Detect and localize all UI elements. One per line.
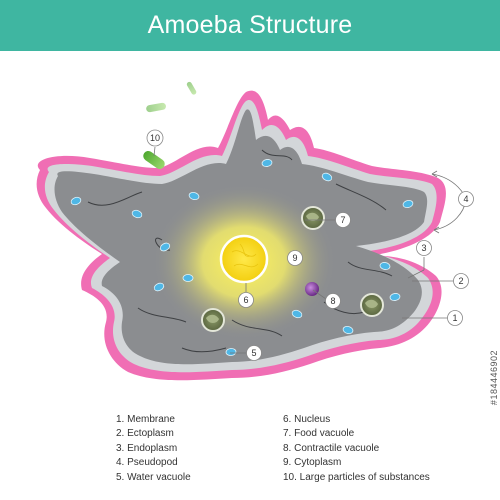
- callout-3: 3: [416, 240, 432, 256]
- water-vacuole: [342, 325, 354, 335]
- callout-circle: [238, 292, 254, 308]
- legend-right: 6. Nucleus 7. Food vacuole 8. Contractil…: [283, 413, 430, 485]
- legend-item: 3. Endoplasm: [116, 442, 178, 454]
- legend-item: 8. Contractile vacuole: [283, 442, 380, 454]
- callout-circle: [325, 293, 341, 309]
- callouts: 1 2 3 4 5 6 7 8 9 10: [146, 129, 474, 361]
- callout-circle: [458, 191, 474, 207]
- callout-circle: [146, 129, 164, 147]
- water-vacuole: [188, 191, 200, 201]
- callout-number: 3: [421, 243, 426, 253]
- callout-5: 5: [246, 345, 262, 361]
- callout-8: 8: [325, 293, 341, 309]
- food-vacuole: [360, 293, 384, 317]
- callout-number: 2: [458, 276, 463, 286]
- water-vacuole: [389, 293, 401, 301]
- legend-item: 5. Water vacuole: [116, 471, 191, 483]
- food-vacuole: [201, 308, 225, 332]
- callout-circle: [416, 240, 432, 256]
- callout-circle: [447, 310, 463, 326]
- callout-number: 7: [340, 215, 345, 225]
- callout-2: 2: [453, 273, 469, 289]
- water-vacuoles: [70, 159, 414, 356]
- callout-6: 6: [238, 292, 254, 308]
- callout-number: 1: [452, 313, 457, 323]
- legend-item: 1. Membrane: [116, 414, 175, 425]
- food-vacuole: [301, 206, 325, 230]
- callout-number: 8: [330, 296, 335, 306]
- callout-7: 7: [335, 212, 351, 228]
- callout-number: 5: [251, 348, 256, 358]
- water-vacuole: [225, 348, 237, 356]
- legend-left: 1. Membrane 2. Ectoplasm 3. Endoplasm 4.…: [116, 413, 191, 485]
- particles: [143, 81, 197, 170]
- legend-item: 2. Ectoplasm: [116, 428, 174, 440]
- callout-10: 10: [146, 129, 164, 147]
- page-title: Amoeba Structure: [147, 11, 353, 39]
- water-vacuole: [402, 199, 414, 209]
- callout-1: 1: [447, 310, 463, 326]
- water-vacuole: [321, 172, 333, 182]
- legend-item: 9. Cytoplasm: [283, 457, 342, 469]
- water-vacuole: [70, 196, 82, 206]
- callout-4: 4: [458, 191, 474, 207]
- water-vacuole: [291, 309, 303, 319]
- water-vacuole: [131, 209, 143, 219]
- callout-number: 4: [463, 194, 468, 204]
- legend-item: 10. Large particles of substances: [283, 471, 430, 483]
- legend-item: 4. Pseudopod: [116, 457, 178, 469]
- legend-item: 6. Nucleus: [283, 414, 331, 425]
- callout-9: 9: [287, 250, 303, 266]
- water-vacuole: [182, 274, 194, 282]
- contractile-vacuole: [305, 282, 319, 296]
- title-bar: Amoeba Structure: [0, 0, 500, 51]
- callout-number: 10: [150, 133, 160, 143]
- nucleus: [219, 234, 269, 284]
- callout-circle: [246, 345, 262, 361]
- stock-id: #184446902: [489, 350, 499, 406]
- water-vacuole: [159, 242, 171, 252]
- callout-circle: [287, 250, 303, 266]
- legend-item: 7. Food vacuole: [283, 428, 355, 440]
- amoeba-diagram: 1 2 3 4 5 6 7 8 9 10: [36, 81, 474, 381]
- water-vacuole: [153, 282, 165, 292]
- water-vacuole: [379, 262, 391, 270]
- callout-number: 9: [292, 253, 297, 263]
- callout-number: 6: [243, 295, 248, 305]
- water-vacuole: [261, 159, 273, 167]
- callout-circle: [453, 273, 469, 289]
- callout-circle: [335, 212, 351, 228]
